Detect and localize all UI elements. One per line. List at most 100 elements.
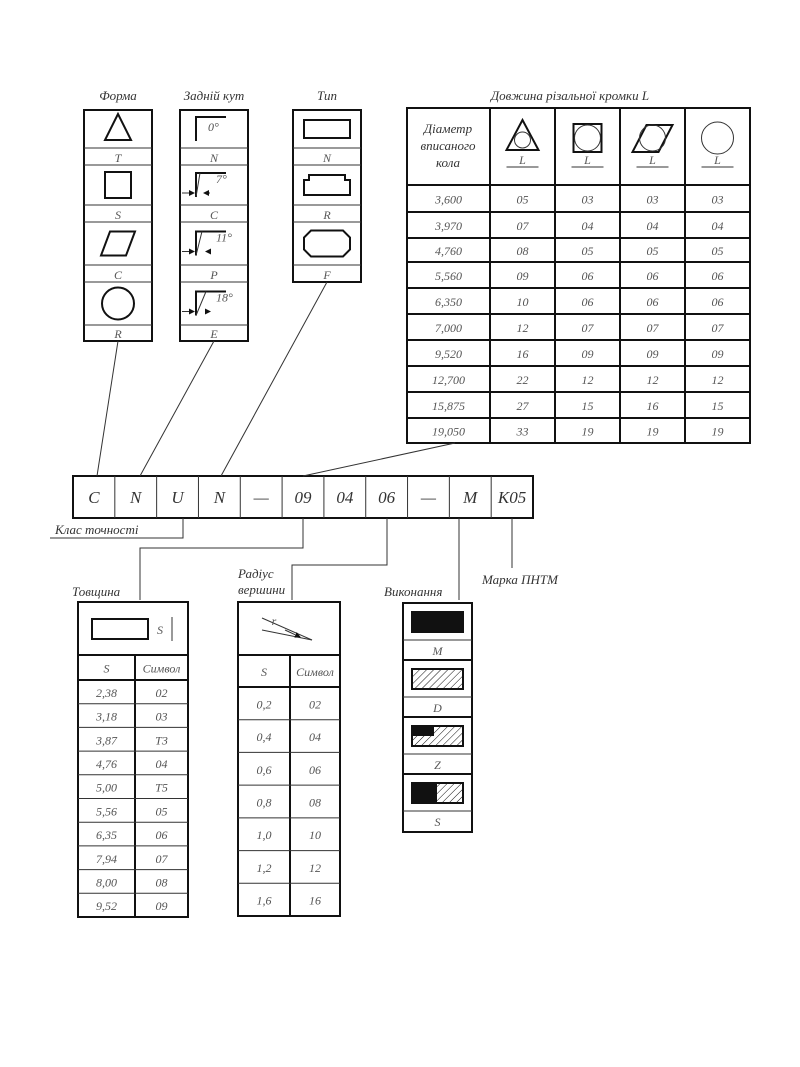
symbol-cell: 04 bbox=[309, 730, 321, 744]
insert-side bbox=[91, 618, 149, 640]
symbol-cell: 08 bbox=[309, 796, 321, 810]
length-code-cell: 12 bbox=[647, 373, 659, 387]
type-title: Тип bbox=[317, 88, 337, 103]
value-cell: 8,00 bbox=[96, 875, 117, 889]
forma-code-label: S bbox=[115, 208, 121, 222]
value-cell: 1,2 bbox=[257, 861, 272, 875]
radius-arrow bbox=[284, 629, 301, 638]
leader-lines bbox=[50, 281, 513, 600]
length-code-cell: 06 bbox=[647, 295, 659, 309]
header-inscribed-diameter: кола bbox=[436, 155, 461, 170]
length-code-cell: 09 bbox=[712, 347, 724, 361]
length-code-cell: 05 bbox=[517, 193, 529, 207]
length-code-cell: 12 bbox=[712, 373, 724, 387]
grade-label: Марка ПНТМ bbox=[481, 572, 559, 587]
insert-section bbox=[411, 611, 464, 633]
length-code-cell: 09 bbox=[517, 269, 529, 283]
angle-line bbox=[195, 172, 201, 198]
symbol-cell: 03 bbox=[156, 710, 168, 724]
length-code-cell: 06 bbox=[647, 269, 659, 283]
inscribed-circle bbox=[514, 131, 531, 149]
table-border bbox=[179, 109, 249, 342]
execution-code-label: S bbox=[435, 815, 441, 829]
code-position-1: C bbox=[88, 488, 100, 507]
clearance-angle-icon: 7° bbox=[182, 172, 227, 198]
insert-profile bbox=[195, 230, 226, 256]
code-position-3: U bbox=[171, 488, 185, 507]
code-position-8: 06 bbox=[378, 488, 396, 507]
forma-code-label: T bbox=[115, 151, 123, 165]
value-cell: 2,38 bbox=[96, 686, 117, 700]
thickness-title: Товщина bbox=[72, 584, 121, 599]
length-code-cell: 19 bbox=[647, 425, 659, 439]
table-border bbox=[83, 109, 153, 342]
value-cell: 0,4 bbox=[257, 730, 272, 744]
value-cell: 1,0 bbox=[257, 828, 272, 842]
plain-insert-icon bbox=[303, 119, 351, 139]
length-code-cell: 15 bbox=[712, 399, 724, 413]
diameter-cell: 3,970 bbox=[434, 219, 462, 233]
circle-icon: L bbox=[701, 121, 734, 168]
dimension-label-L: L bbox=[713, 153, 721, 167]
length-code-cell: 10 bbox=[517, 295, 529, 309]
insert-profile bbox=[195, 172, 226, 197]
forma-code-label: R bbox=[113, 327, 122, 341]
length-code-cell: 06 bbox=[712, 269, 724, 283]
inscribed-circle bbox=[639, 124, 666, 152]
thickness-insert-icon: S bbox=[91, 617, 173, 641]
clearance-angle-icon: 0° bbox=[195, 116, 226, 141]
square-icon bbox=[104, 171, 132, 199]
header-symbol: Символ bbox=[296, 665, 334, 679]
dimension-label-L: L bbox=[583, 153, 591, 167]
value-cell: 5,56 bbox=[96, 804, 117, 818]
length-code-cell: 05 bbox=[582, 244, 594, 258]
header-s: S bbox=[104, 662, 110, 676]
symbol-cell: T3 bbox=[155, 733, 168, 747]
accuracy-class-label: Клас точності bbox=[54, 522, 139, 537]
diameter-cell: 4,760 bbox=[435, 244, 462, 258]
code-position-7: 04 bbox=[336, 488, 354, 507]
table-border bbox=[406, 107, 751, 444]
solid-part bbox=[412, 726, 434, 736]
code-position-6: 09 bbox=[295, 488, 313, 507]
length-code-cell: 19 bbox=[582, 425, 594, 439]
length-code-cell: 05 bbox=[712, 244, 724, 258]
square-icon: L bbox=[571, 123, 604, 168]
shape bbox=[630, 124, 675, 153]
symbol-cell: T5 bbox=[155, 781, 168, 795]
length-code-cell: 04 bbox=[712, 219, 724, 233]
symbol-cell: 04 bbox=[156, 757, 168, 771]
circle-icon bbox=[101, 286, 135, 321]
diameter-cell: 9,520 bbox=[435, 347, 462, 361]
execution-title: Виконання bbox=[384, 584, 442, 599]
one-side-chipbreaker-icon bbox=[303, 174, 351, 196]
length-code-cell: 15 bbox=[582, 399, 594, 413]
triangle-icon bbox=[103, 111, 133, 141]
length-code-cell: 07 bbox=[712, 321, 725, 335]
symbol-cell: 06 bbox=[156, 828, 168, 842]
shape bbox=[504, 117, 541, 151]
execution-Z-icon bbox=[411, 725, 464, 747]
length-code-cell: 16 bbox=[647, 399, 659, 413]
length-code-cell: 03 bbox=[647, 193, 659, 207]
dimension-label-L: L bbox=[518, 153, 526, 167]
symbol-cell: 09 bbox=[156, 899, 168, 913]
angle-value: 11° bbox=[216, 231, 232, 245]
execution-code-label: M bbox=[432, 644, 444, 658]
symbol-cell: 10 bbox=[309, 828, 321, 842]
value-cell: 9,52 bbox=[96, 899, 117, 913]
type-code-label: N bbox=[322, 151, 332, 165]
length-code-cell: 09 bbox=[582, 347, 594, 361]
type-code-label: R bbox=[322, 208, 331, 222]
value-cell: 7,94 bbox=[96, 852, 117, 866]
header-inscribed-diameter: Діаметр bbox=[422, 121, 473, 136]
length-code-cell: 07 bbox=[647, 321, 660, 335]
length-code-cell: 04 bbox=[647, 219, 659, 233]
length-code-cell: 06 bbox=[582, 295, 594, 309]
execution-code-label: D bbox=[432, 701, 442, 715]
solid-part bbox=[412, 783, 437, 803]
forma-code-label: C bbox=[114, 268, 123, 282]
